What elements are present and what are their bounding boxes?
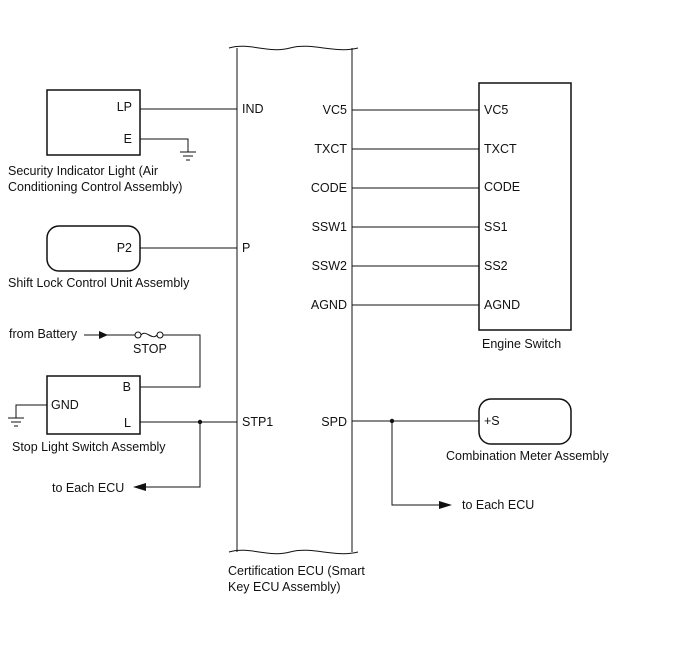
shift-lock-pin-p2: P2 xyxy=(117,241,132,255)
stop-switch-pin-gnd: GND xyxy=(51,398,79,412)
engine-switch-box xyxy=(478,82,572,331)
security-indicator-box xyxy=(46,89,141,156)
engine-pin-agnd: AGND xyxy=(484,298,520,312)
wire-gnd xyxy=(15,404,47,418)
engine-pin-txct: TXCT xyxy=(484,142,517,156)
engine-pin-ss2: SS2 xyxy=(484,259,508,273)
ecu-pin-vc5: VC5 xyxy=(323,103,347,117)
security-pin-lp: LP xyxy=(117,100,132,114)
security-indicator-light: LP E Security Indicator Light (Air Condi… xyxy=(8,89,237,194)
ground-icon xyxy=(180,151,196,161)
ecu-pin-ssw2: SSW2 xyxy=(312,259,347,273)
ecu-pin-txct: TXCT xyxy=(314,142,347,156)
certification-ecu: IND P STP1 VC5 TXCT CODE SSW1 SSW2 AGND … xyxy=(228,45,365,594)
stop-light-switch-box xyxy=(46,375,141,435)
wire-to-each-ecu-right xyxy=(391,421,440,506)
arrow-left-icon xyxy=(133,483,146,491)
ground-icon xyxy=(8,417,24,427)
battery-feed: from Battery STOP xyxy=(9,327,201,388)
engine-pin-code: CODE xyxy=(484,180,520,194)
fuse-label: STOP xyxy=(133,342,167,356)
security-caption-line2: Conditioning Control Assembly) xyxy=(8,180,182,194)
arrow-right-icon xyxy=(99,331,108,339)
meter-pin-s: +S xyxy=(484,414,500,428)
security-caption-line1: Security Indicator Light (Air xyxy=(8,164,158,178)
stop-switch-pin-b: B xyxy=(123,380,131,394)
engine-switch-caption: Engine Switch xyxy=(482,337,561,351)
stop-switch-pin-l: L xyxy=(124,416,131,430)
battery-label: from Battery xyxy=(9,327,78,341)
ecu-pin-ind: IND xyxy=(242,102,264,116)
ecu-pin-p: P xyxy=(242,241,250,255)
ecu-pin-code: CODE xyxy=(311,181,347,195)
meter-caption: Combination Meter Assembly xyxy=(446,449,609,463)
shift-lock-caption: Shift Lock Control Unit Assembly xyxy=(8,276,190,290)
engine-switch: VC5 TXCT CODE SS1 SS2 AGND Engine Switch xyxy=(352,82,572,351)
ecu-top-break xyxy=(228,45,359,51)
stop-switch-caption: Stop Light Switch Assembly xyxy=(12,440,166,454)
combination-meter: +S Combination Meter Assembly to Each EC… xyxy=(352,398,609,512)
engine-pin-ss1: SS1 xyxy=(484,220,508,234)
wire-fuse-b xyxy=(140,334,201,388)
engine-pin-vc5: VC5 xyxy=(484,103,508,117)
ecu-bottom-break xyxy=(228,549,359,555)
to-each-ecu-right-label: to Each ECU xyxy=(462,498,534,512)
shift-lock-control-unit: P2 Shift Lock Control Unit Assembly xyxy=(8,225,237,290)
wire-to-each-ecu-left xyxy=(150,422,201,488)
ecu-caption-line1: Certification ECU (Smart xyxy=(228,564,365,578)
ecu-pin-ssw1: SSW1 xyxy=(312,220,347,234)
wire-e-ground xyxy=(140,138,189,152)
ecu-pin-agnd: AGND xyxy=(311,298,347,312)
ecu-pin-stp1: STP1 xyxy=(242,415,273,429)
arrow-right-icon xyxy=(439,501,452,509)
ecu-caption-line2: Key ECU Assembly) xyxy=(228,580,341,594)
stop-light-switch: B GND L Stop Light Switch Assembly to Ea… xyxy=(8,375,237,495)
security-pin-e: E xyxy=(124,132,132,146)
to-each-ecu-left-label: to Each ECU xyxy=(52,481,124,495)
ecu-pin-spd: SPD xyxy=(321,415,347,429)
fuse-icon xyxy=(134,331,164,339)
